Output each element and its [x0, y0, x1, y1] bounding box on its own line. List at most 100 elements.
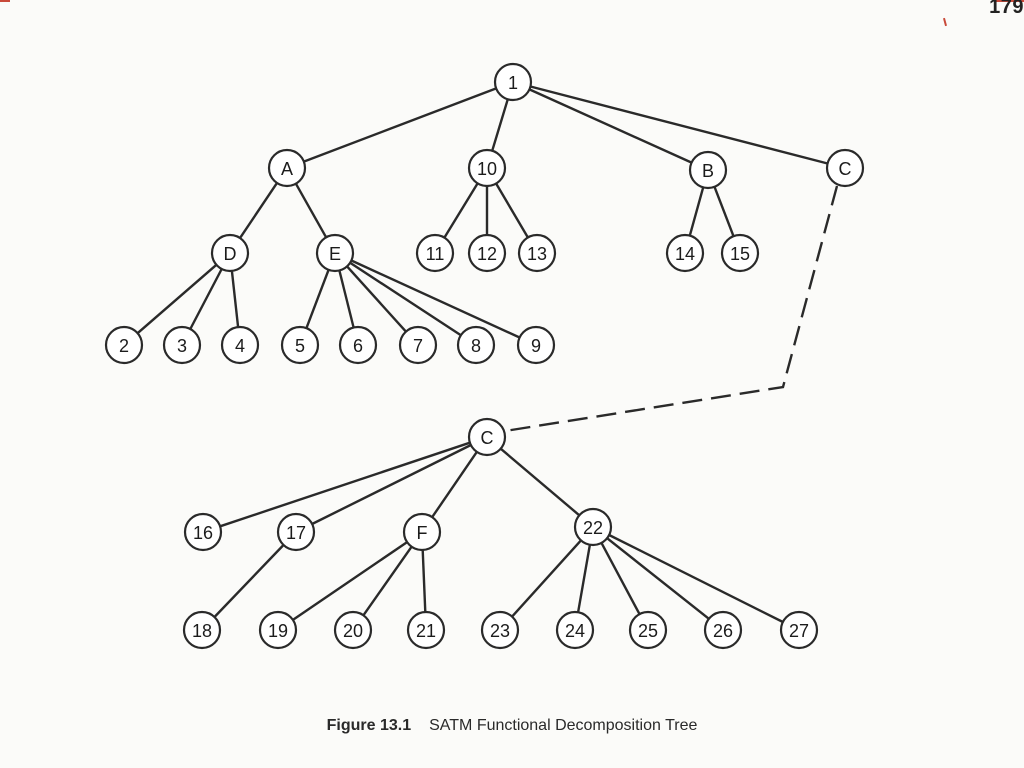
- tree-node-15: 15: [720, 233, 760, 273]
- tree-node-8: 8: [456, 325, 496, 365]
- node-label: 6: [353, 336, 363, 356]
- node-circle: [398, 325, 438, 365]
- node-circle: [720, 233, 760, 273]
- tree-node-7: 7: [398, 325, 438, 365]
- node-circle: [104, 325, 144, 365]
- node-circle: [402, 512, 442, 552]
- node-label: 3: [177, 336, 187, 356]
- node-label: D: [224, 244, 237, 264]
- node-circle: [338, 325, 378, 365]
- node-label: 23: [490, 621, 510, 641]
- node-label: F: [417, 523, 428, 543]
- node-label: 8: [471, 336, 481, 356]
- edge-22-to-26: [606, 537, 710, 620]
- node-label: C: [839, 159, 852, 179]
- node-circle: [333, 610, 373, 650]
- node-label: 10: [477, 159, 497, 179]
- node-label: C: [481, 428, 494, 448]
- edge-E-to-8: [349, 261, 462, 337]
- edge-A-to-E: [294, 183, 328, 238]
- node-label: 25: [638, 621, 658, 641]
- node-label: E: [329, 244, 341, 264]
- node-label: 21: [416, 621, 436, 641]
- node-circle: [415, 233, 455, 273]
- edge-1-to-10: [491, 98, 509, 152]
- edge-1-to-C_top: [530, 85, 828, 165]
- edge-10-to-13: [495, 182, 529, 239]
- node-circle: [628, 610, 668, 650]
- scan-edge-mark-right: [994, 0, 1024, 2]
- edge-22-to-27: [608, 533, 784, 624]
- edge-22-to-24: [576, 544, 592, 613]
- tree-node-19: 19: [258, 610, 298, 650]
- node-circle: [480, 610, 520, 650]
- node-label: 24: [565, 621, 585, 641]
- node-circle: [573, 507, 613, 547]
- node-circle: [220, 325, 260, 365]
- edge-1-to-A: [303, 87, 497, 163]
- figure-title: SATM Functional Decomposition Tree: [429, 717, 698, 734]
- node-circle: [280, 325, 320, 365]
- tree-node-B: B: [688, 150, 728, 190]
- node-circle: [210, 233, 250, 273]
- tree-node-13: 13: [517, 233, 557, 273]
- node-circle: [665, 233, 705, 273]
- tree-node-9: 9: [516, 325, 556, 365]
- tree-node-C_bottom: C: [467, 417, 507, 457]
- tree-node-A: A: [267, 148, 307, 188]
- node-label: 26: [713, 621, 733, 641]
- tree-node-23: 23: [480, 610, 520, 650]
- edge-E-to-6: [338, 270, 355, 328]
- node-label: 13: [527, 244, 547, 264]
- tree-node-4: 4: [220, 325, 260, 365]
- tree-node-25: 25: [628, 610, 668, 650]
- edge-F-to-19: [292, 541, 408, 621]
- page-number: 179: [989, 0, 1024, 18]
- tree-node-22: 22: [573, 507, 613, 547]
- edge-D-to-2: [136, 263, 218, 335]
- node-label: 1: [508, 73, 518, 93]
- node-label: 14: [675, 244, 695, 264]
- edge-F-to-20: [362, 546, 413, 616]
- node-label: 27: [789, 621, 809, 641]
- node-label: 2: [119, 336, 129, 356]
- tree-node-16: 16: [183, 512, 223, 552]
- node-circle: [825, 148, 865, 188]
- figure-label: Figure 13.1: [326, 717, 412, 734]
- tree-node-2: 2: [104, 325, 144, 365]
- node-label: 12: [477, 244, 497, 264]
- node-circle: [467, 148, 507, 188]
- tree-node-21: 21: [406, 610, 446, 650]
- figure-caption: Figure 13.1 SATM Functional Decomposition…: [0, 717, 1024, 735]
- edge-B-to-15: [713, 186, 735, 237]
- node-label: 4: [235, 336, 245, 356]
- edge-C_bottom-to-F: [431, 451, 478, 518]
- tree-node-D: D: [210, 233, 250, 273]
- node-circle: [406, 610, 446, 650]
- node-label: 5: [295, 336, 305, 356]
- node-circle: [517, 233, 557, 273]
- node-circle: [555, 610, 595, 650]
- node-circle: [779, 610, 819, 650]
- tree-node-14: 14: [665, 233, 705, 273]
- tree-node-24: 24: [555, 610, 595, 650]
- edge-E-to-9: [350, 259, 521, 339]
- tree-node-18: 18: [182, 610, 222, 650]
- node-circle: [258, 610, 298, 650]
- node-label: 17: [286, 523, 306, 543]
- node-circle: [182, 610, 222, 650]
- node-circle: [183, 512, 223, 552]
- tree-node-27: 27: [779, 610, 819, 650]
- tree-node-17: 17: [276, 512, 316, 552]
- tree-node-5: 5: [280, 325, 320, 365]
- node-label: B: [702, 161, 714, 181]
- edge-A-to-D: [239, 182, 278, 239]
- node-circle: [315, 233, 355, 273]
- node-label: 16: [193, 523, 213, 543]
- node-circle: [276, 512, 316, 552]
- edge-17-to-18: [213, 544, 285, 618]
- edge-22-to-23: [511, 539, 582, 618]
- node-circle: [516, 325, 556, 365]
- tree-node-12: 12: [467, 233, 507, 273]
